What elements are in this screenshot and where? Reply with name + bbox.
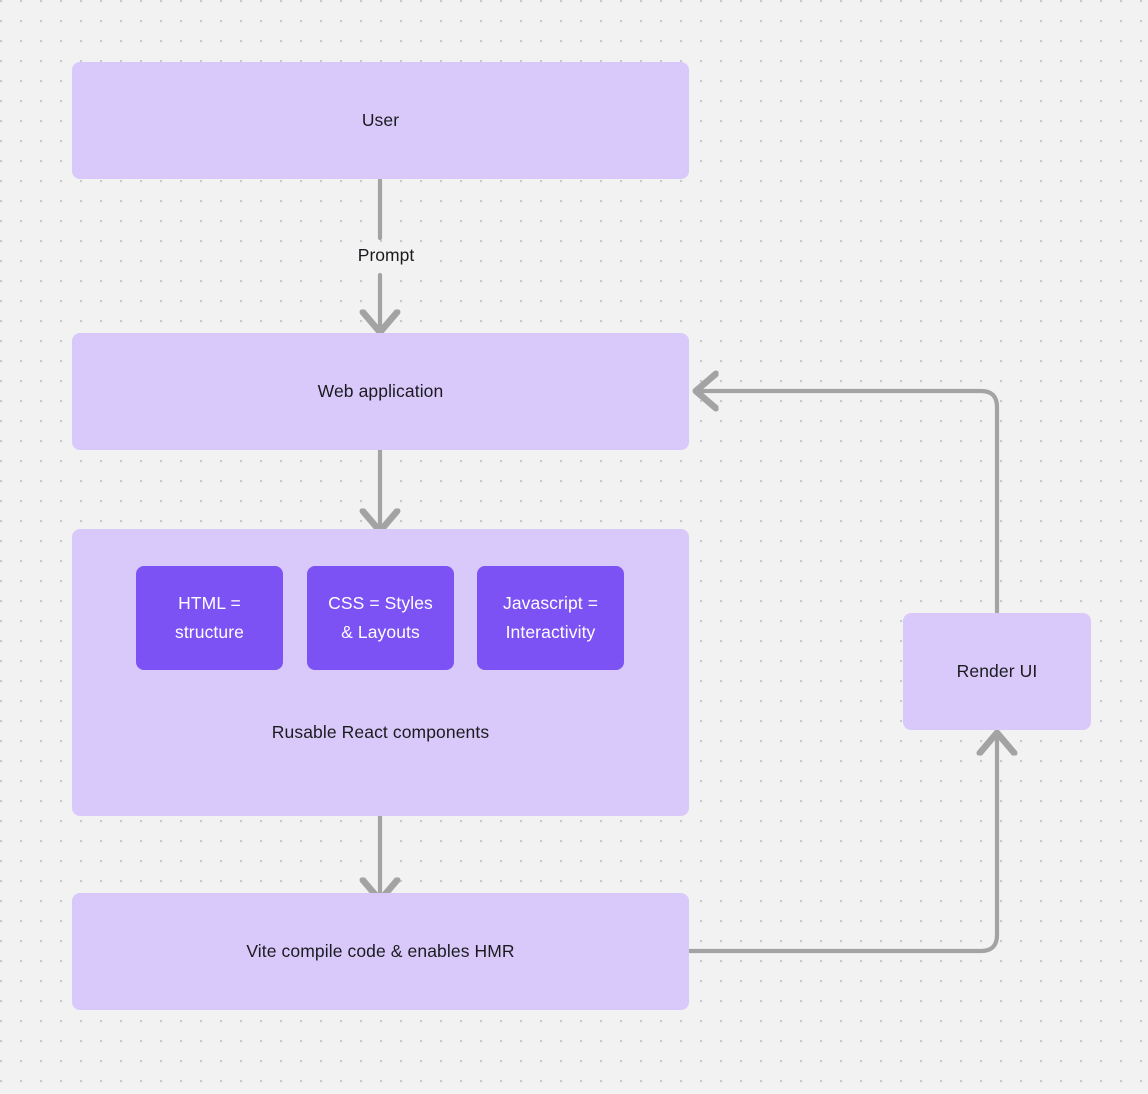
node-css-label-line2: & Layouts bbox=[341, 622, 420, 642]
node-javascript-label-line2: Interactivity bbox=[505, 622, 596, 642]
node-html[interactable]: HTML = structure bbox=[136, 566, 283, 670]
node-html-label: HTML = structure bbox=[175, 589, 244, 647]
node-user[interactable]: User bbox=[72, 62, 689, 179]
node-web-application[interactable]: Web application bbox=[72, 333, 689, 450]
node-html-label-line2: structure bbox=[175, 622, 244, 642]
node-render-ui-label: Render UI bbox=[956, 661, 1038, 682]
node-react-components-caption: Rusable React components bbox=[271, 722, 490, 742]
node-css[interactable]: CSS = Styles & Layouts bbox=[307, 566, 454, 670]
node-css-label-line1: CSS = Styles bbox=[328, 593, 433, 614]
node-render-ui[interactable]: Render UI bbox=[903, 613, 1091, 730]
node-javascript-label: Javascript = Interactivity bbox=[503, 589, 598, 647]
node-react-components-group[interactable]: HTML = structure CSS = Styles & Layouts … bbox=[72, 529, 689, 816]
node-user-label: User bbox=[361, 110, 400, 131]
node-javascript[interactable]: Javascript = Interactivity bbox=[477, 566, 624, 670]
node-vite[interactable]: Vite compile code & enables HMR bbox=[72, 893, 689, 1010]
node-web-application-label: Web application bbox=[317, 381, 444, 402]
node-vite-label: Vite compile code & enables HMR bbox=[246, 941, 515, 962]
node-html-label-line1: HTML = bbox=[178, 593, 241, 614]
edge-vite-to-render-ui bbox=[687, 737, 997, 954]
edge-label-prompt: Prompt bbox=[339, 245, 433, 266]
edge-render-ui-to-web-application bbox=[700, 391, 1000, 615]
node-css-label: CSS = Styles & Layouts bbox=[328, 589, 433, 647]
node-javascript-label-line1: Javascript = bbox=[502, 593, 599, 614]
